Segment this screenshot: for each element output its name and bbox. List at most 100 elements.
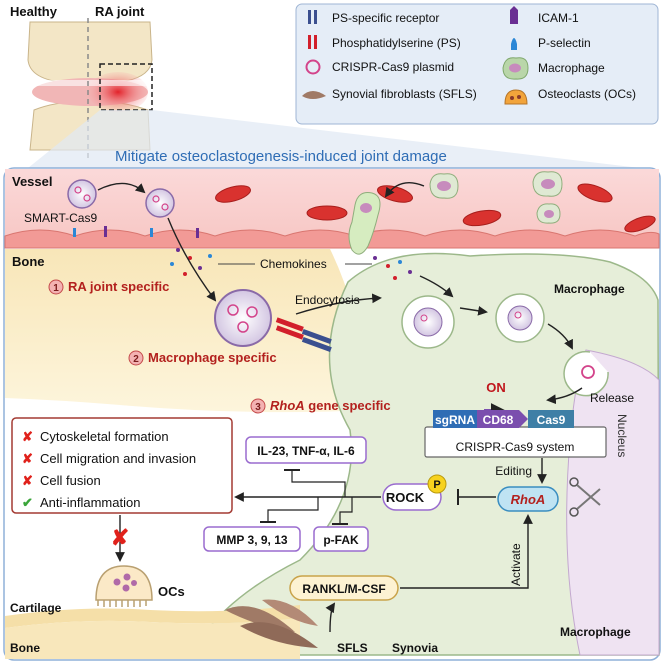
nucleus-region	[566, 349, 660, 656]
bone-label-top: Bone	[12, 254, 45, 269]
transmigrating-macrophage	[348, 192, 381, 255]
effect-text: Anti-inflammation	[40, 495, 140, 510]
chemokines-label: Chemokines	[260, 257, 327, 271]
step-number: 3	[255, 402, 261, 413]
rock-node: ROCK P	[382, 474, 447, 511]
bone-region-top	[5, 249, 370, 413]
plasmid-icon	[305, 59, 321, 75]
legend-label: Synovial fibroblasts (SFLS)	[332, 87, 477, 101]
cartilage-label: Cartilage	[10, 601, 62, 615]
cd68-label: CD68	[483, 413, 514, 427]
endosome	[401, 295, 455, 349]
trafficking-arrow	[459, 305, 488, 316]
step-text: RhoA gene specific	[270, 398, 391, 413]
legend-label: Phosphatidylserine (PS)	[332, 36, 461, 50]
cytokines-node: IL-23, TNF-α, IL-6	[245, 436, 367, 464]
bound-nanoparticle	[214, 289, 272, 347]
crispr-cas9-system: sgRNA CD68 Cas9 CRISPR-Cas9 system	[424, 410, 607, 458]
p-selectin-marker	[73, 228, 76, 237]
phosphatidylserine-icon	[308, 35, 317, 49]
legend-label: Macrophage	[538, 61, 605, 75]
sfls-label: SFLS	[337, 641, 368, 655]
scissors-icon	[569, 477, 601, 517]
chemotaxis-arrow	[419, 275, 454, 298]
chemokines	[170, 248, 412, 280]
mmp-inhibition	[267, 497, 319, 522]
legend-label: P-selectin	[538, 36, 591, 50]
step-number: 2	[133, 354, 139, 365]
zoom-funnel	[28, 110, 640, 168]
effect-text: Cell migration and invasion	[40, 451, 196, 466]
osteoclast-icon	[504, 89, 528, 105]
macrophage-label-top: Macrophage	[554, 282, 625, 296]
smart-cas9-nanoparticle	[67, 179, 97, 209]
icam-1-icon	[510, 6, 518, 24]
legend-label: PS-specific receptor	[332, 11, 439, 25]
nanoparticle	[145, 188, 175, 218]
step-2: 2 Macrophage specific	[128, 350, 277, 366]
effect-mark: ✘	[22, 473, 33, 488]
main-panel: Mitigate osteoclastogenesis-induced join…	[3, 148, 661, 661]
synovial-fibroblast-icon	[302, 91, 326, 99]
smart-cas9-label: SMART-Cas9	[24, 211, 97, 225]
macrophage	[532, 171, 563, 197]
rankl-label: RANKL/M-CSF	[302, 582, 385, 596]
sgrna-label: sgRNA	[435, 413, 475, 427]
endocytosis-label: Endocytosis	[295, 293, 360, 307]
panel-title: Mitigate osteoclastogenesis-induced join…	[115, 148, 447, 165]
pfak-label: p-FAK	[323, 533, 359, 547]
bone-label-bottom: Bone	[10, 641, 40, 655]
endocytosis-arrow	[295, 293, 382, 315]
cas9-label: Cas9	[537, 413, 566, 427]
p-selectin-marker	[150, 228, 153, 237]
step-text: RA joint specific	[68, 279, 169, 294]
mmp-label: MMP 3, 9, 13	[216, 533, 287, 547]
escape-arrow	[547, 323, 573, 350]
effect-mark: ✘	[22, 429, 33, 444]
recruitment-arrow	[384, 182, 425, 198]
effects-box: ✘ Cytoskeletal formation ✘ Cell migratio…	[11, 417, 233, 514]
crispr-system-caption: CRISPR-Cas9 system	[456, 440, 575, 454]
effect-mark: ✘	[22, 451, 33, 466]
on-label: ON	[486, 380, 506, 395]
icam-1-marker	[104, 226, 107, 237]
ps-receptor-icon	[308, 10, 317, 24]
mmp-node: MMP 3, 9, 13	[203, 526, 301, 552]
endosome	[495, 293, 545, 343]
cytokine-inhibition	[291, 470, 346, 497]
activate-label: Activate	[509, 543, 523, 586]
rock-label: ROCK	[386, 490, 425, 505]
cytokines-label: IL-23, TNF-α, IL-6	[257, 444, 355, 458]
rhoa-node: RhoA	[497, 486, 559, 512]
legend-label: CRISPR-Cas9 plasmid	[332, 60, 454, 74]
extravasation-arrow	[167, 217, 217, 302]
step-3: 3 RhoA gene specific	[250, 398, 391, 414]
vessel-label: Vessel	[12, 174, 53, 189]
sfls-secretion-arrow	[325, 602, 336, 633]
release-label: Release	[590, 391, 634, 405]
released-plasmid	[563, 350, 609, 397]
step-text: Macrophage specific	[148, 350, 277, 365]
ocs-label: OCs	[158, 584, 185, 599]
macrophage	[536, 203, 561, 224]
effect-text: Cell fusion	[40, 473, 101, 488]
release-arrow	[546, 387, 583, 405]
legend-label: ICAM-1	[538, 11, 579, 25]
pfak-node: p-FAK	[313, 526, 369, 552]
editing-label: Editing	[495, 464, 532, 478]
ps-receptor-binding	[275, 317, 332, 352]
red-blood-cells	[215, 183, 656, 233]
phospho-badge: P	[433, 479, 440, 491]
effect-mark: ✔	[22, 495, 33, 510]
macrophage	[429, 173, 459, 199]
nucleus-label: Nucleus	[615, 414, 629, 457]
osteoclast	[95, 565, 153, 607]
block-cross-icon: ✘	[111, 525, 129, 550]
icam-1-marker	[196, 228, 199, 238]
cartilage-band	[5, 605, 300, 628]
step-number: 1	[53, 283, 59, 294]
synovia-label: Synovia	[392, 641, 438, 655]
rhoa-label: RhoA	[511, 492, 546, 507]
